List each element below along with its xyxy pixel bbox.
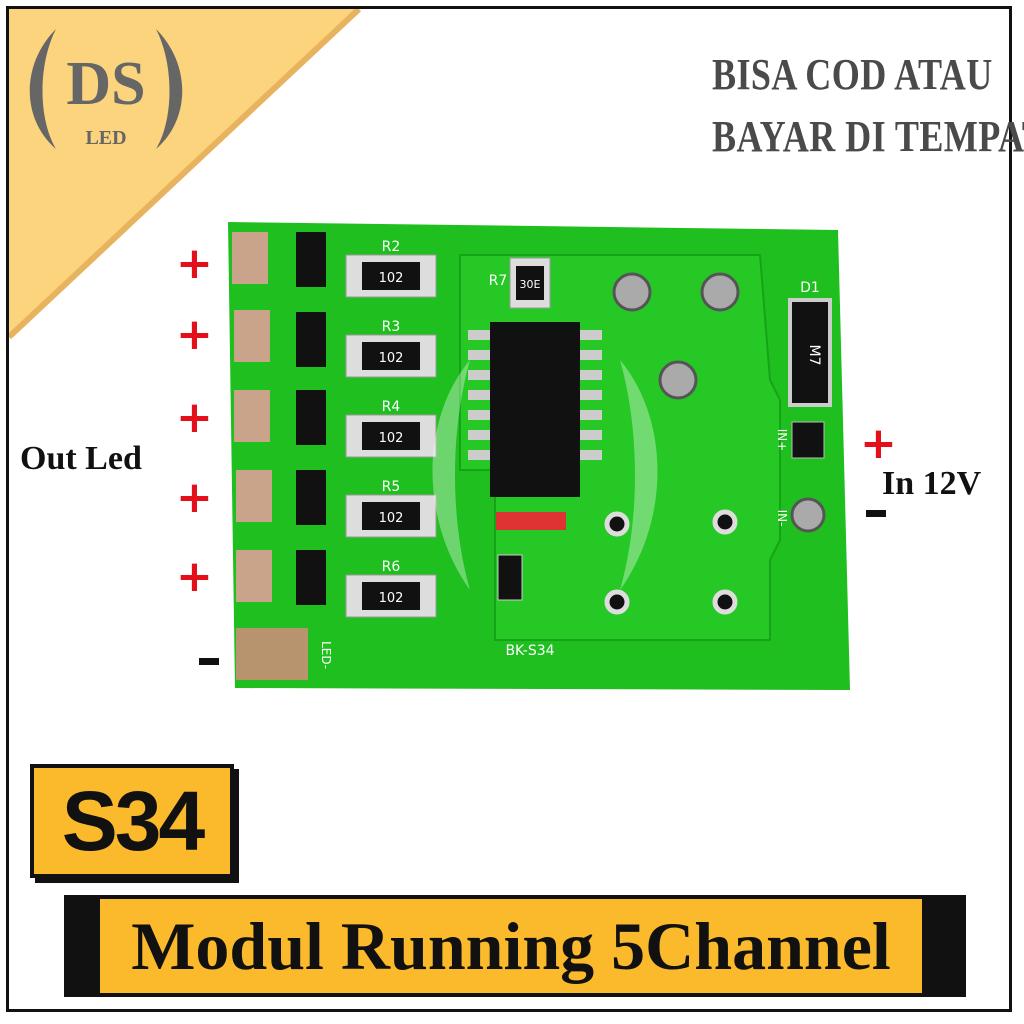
cod-promo: BISA COD ATAU BAYAR DI TEMPAT [712,44,1024,168]
silk-r4: R4 [382,399,401,415]
watermark-logo [432,360,658,590]
ds-led-logo: DS LED [16,24,196,154]
title-banner: Modul Running 5Channel [64,895,966,997]
silk-led-minus: LED- [319,641,333,669]
diode-d1 [788,298,832,407]
minus-marker-out [199,658,219,665]
promo-line-2: BAYAR DI TEMPAT [712,112,1024,161]
model-badge: S34 [30,764,234,878]
plus-marker-5: + [176,551,213,602]
silk-board-id: BK-S34 [505,643,554,659]
silk-r3: R3 [382,319,401,335]
plus-marker-2: + [176,309,213,360]
r7-value: 30E [520,278,541,291]
minus-marker-in [866,510,886,517]
silk-in-plus: IN+ [775,429,789,452]
silk-r5: R5 [382,479,401,495]
r5-value: 102 [379,511,404,526]
diode-mark: M7 [806,345,822,366]
in-12v-label: In 12V [882,465,982,502]
led-output-pads [232,232,308,680]
plus-marker-in: + [860,418,897,469]
out-led-label: Out Led [20,440,142,477]
plus-marker-4: + [176,472,213,523]
ic-pins [468,330,602,460]
promo-line-1: BISA COD ATAU [712,50,993,99]
r6-value: 102 [379,591,404,606]
plus-marker-1: + [176,238,213,289]
logo-letters: DS [66,50,145,118]
silk-d1: D1 [800,280,820,296]
silk-r7: R7 [489,273,508,289]
logo-sub: LED [85,127,126,149]
corner-banner [9,9,362,339]
r4-value: 102 [379,431,404,446]
plus-marker-3: + [176,392,213,443]
r3-value: 102 [379,351,404,366]
capacitor [496,512,566,530]
r2-value: 102 [379,271,404,286]
silk-r2: R2 [382,239,401,255]
resistors [345,254,551,618]
silk-r6: R6 [382,559,401,575]
solder-joints [612,272,826,533]
title-text: Modul Running 5Channel [100,899,922,993]
silk-in-minus: IN- [775,510,789,527]
ic-chip [490,322,580,497]
image-border [6,6,1012,1012]
transistors [296,232,326,605]
